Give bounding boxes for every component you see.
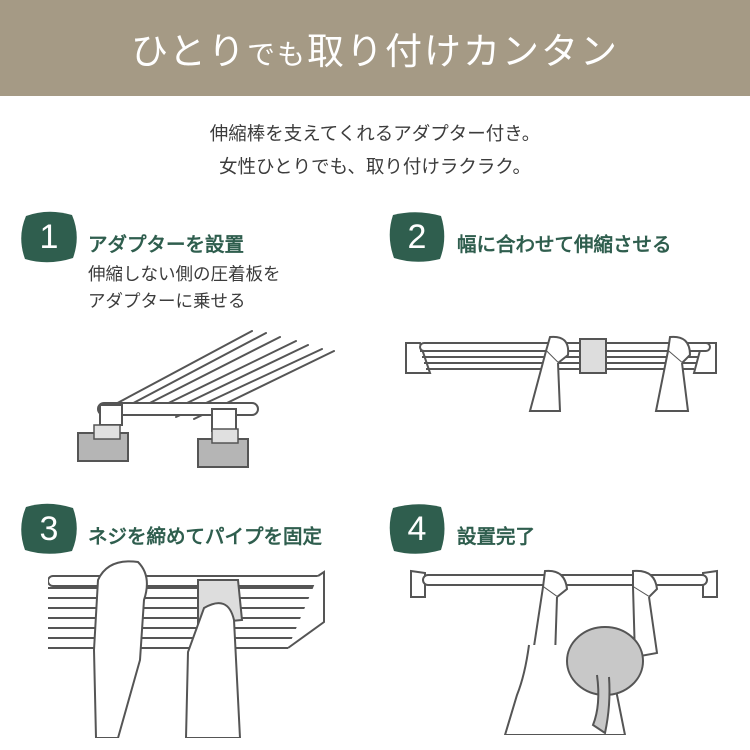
step-4-illustration: [410, 569, 718, 735]
step-3-badge: 3: [18, 502, 80, 556]
intro-text: 伸縮棒を支えてくれるアダプター付き。 女性ひとりでも、取り付けラクラク。: [0, 118, 750, 184]
step-1-title: アダプターを設置: [88, 233, 245, 256]
header-title: ひとりでも取り付けカンタン: [131, 30, 619, 73]
step-3-illustration: [48, 560, 325, 738]
step-3-title: ネジを締めてパイプを固定: [88, 525, 323, 548]
step-1-illustration: [77, 330, 335, 468]
step-4-badge: 4: [386, 502, 448, 556]
step-1-badge: 1: [18, 210, 80, 264]
step-2-badge: 2: [386, 210, 448, 264]
step-2-illustration: [405, 335, 717, 412]
step-4-title: 設置完了: [457, 525, 536, 548]
intro-line-2: 女性ひとりでも、取り付けラクラク。: [219, 157, 531, 178]
header-banner: ひとりでも取り付けカンタン: [0, 0, 750, 96]
step-2-title: 幅に合わせて伸縮させる: [457, 233, 672, 256]
step-1-desc: 伸縮しない側の圧着板を アダプターに乗せる: [88, 265, 281, 312]
intro-line-1: 伸縮棒を支えてくれるアダプター付き。: [209, 124, 541, 145]
